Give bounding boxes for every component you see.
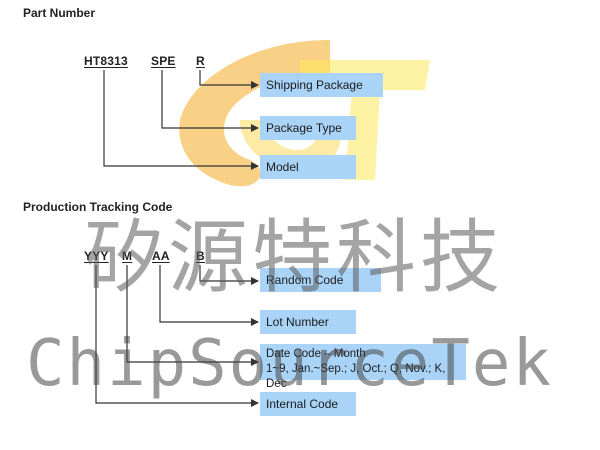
package-type-label: Package Type [260,116,356,140]
package-connector [161,70,259,132]
model-connector [103,70,259,170]
shipping-connector [199,70,259,89]
tracking-code-heading: Production Tracking Code [23,200,173,214]
date-code-title: Date Code – Month [266,348,366,360]
year-connector [95,265,259,407]
lot-number-label: Lot Number [260,310,356,334]
english-watermark: ChipSourceTek [26,327,553,401]
internal-code-label: Internal Code [260,392,356,416]
chinese-watermark: 矽源特科技 [84,211,504,304]
year-code: YYY [84,249,109,263]
shipping-package-label: Shipping Package [260,73,383,97]
date-code-month-legend: 1~9, Jan.~Sep.; J, Oct.; Q, Nov.; K, Dec [266,363,446,390]
random-code-label: Random Code [260,268,381,292]
random-code: B [196,249,205,263]
month-connector [126,265,259,366]
part-number-heading: Part Number [23,6,96,20]
random-connector [199,265,259,285]
date-code-label: Date Code – Month 1~9, Jan.~Sep.; J, Oct… [260,344,466,390]
model-code: HT8313 [84,54,128,68]
package-code: SPE [151,54,176,68]
lot-connector [159,265,259,326]
shipping-code: R [196,54,205,68]
month-code: M [122,249,133,263]
lot-code: AA [152,249,170,263]
model-label: Model [260,155,356,179]
